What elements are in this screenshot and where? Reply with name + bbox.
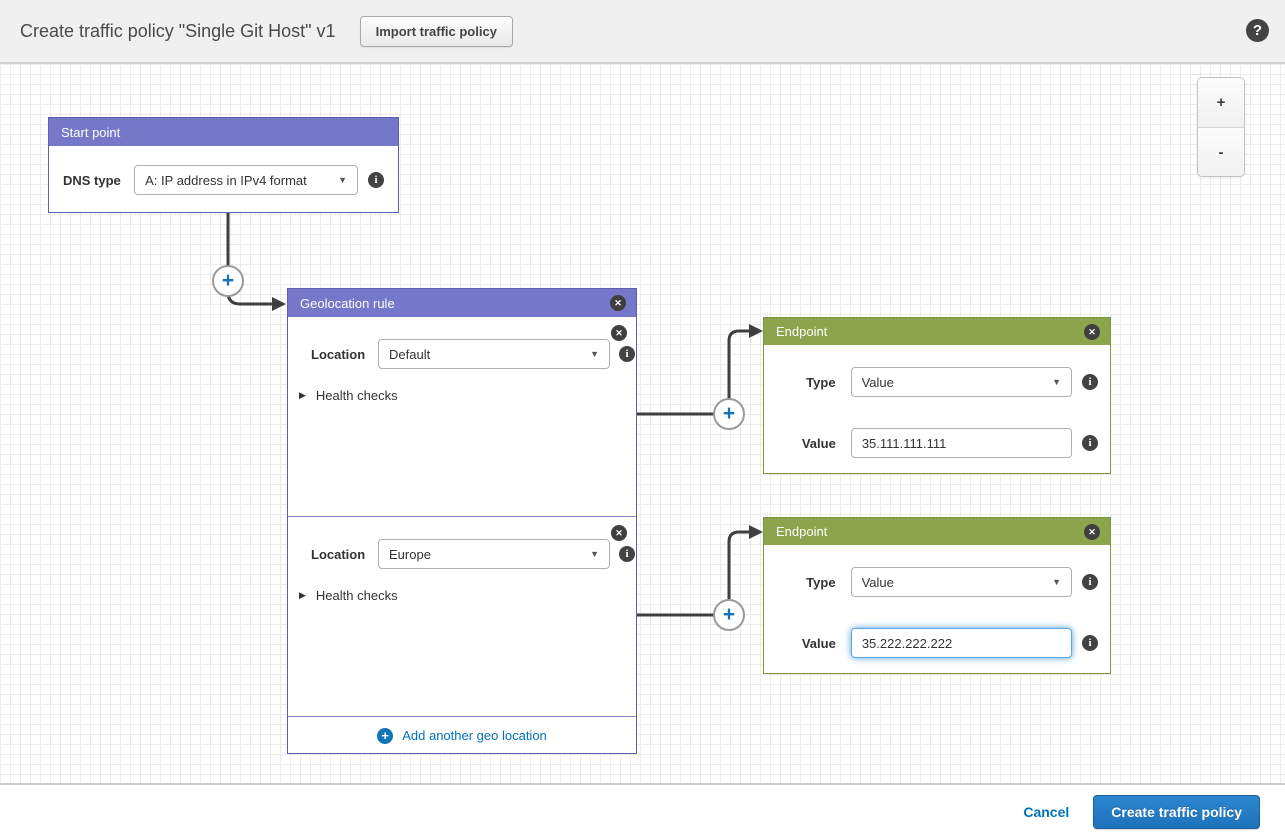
- geolocation-rule-header[interactable]: Geolocation rule ✕: [288, 289, 636, 317]
- endpoint-type-selected-value: Value: [861, 374, 894, 390]
- endpoint-type-label: Type: [806, 374, 836, 390]
- location-info-icon[interactable]: i: [619, 546, 635, 562]
- chevron-down-icon: ▼: [590, 349, 599, 359]
- endpoint-value-label: Value: [801, 435, 836, 451]
- chevron-down-icon: ▼: [590, 549, 599, 559]
- location-dropdown-default[interactable]: Default ▼: [378, 339, 610, 369]
- health-checks-label: Health checks: [315, 388, 398, 403]
- help-icon[interactable]: ?: [1246, 19, 1269, 42]
- health-checks-expander-europe[interactable]: ▶ Health checks: [299, 588, 398, 603]
- add-rule-connector-button[interactable]: +: [212, 265, 244, 297]
- endpoint-node-2: Endpoint ✕ Type Value ▼ i Value i: [763, 517, 1111, 674]
- location-selected-value: Europe: [389, 546, 431, 562]
- geolocation-rule-close-icon[interactable]: ✕: [610, 295, 626, 311]
- chevron-down-icon: ▼: [1052, 577, 1061, 587]
- health-checks-label: Health checks: [315, 588, 398, 603]
- expander-triangle-icon: ▶: [299, 390, 306, 400]
- top-bar: Create traffic policy "Single Git Host" …: [0, 0, 1285, 64]
- geolocation-rule-title: Geolocation rule: [300, 295, 395, 311]
- add-geo-location-label: Add another geo location: [402, 728, 547, 743]
- location-dropdown-europe[interactable]: Europe ▼: [378, 539, 610, 569]
- location-selected-value: Default: [389, 346, 431, 362]
- expander-triangle-icon: ▶: [299, 590, 306, 600]
- policy-canvas: Start point DNS type A: IP address in IP…: [0, 64, 1285, 785]
- endpoint-value-label: Value: [801, 635, 836, 651]
- endpoint-1-value-input[interactable]: [850, 428, 1072, 458]
- endpoint-2-close-icon[interactable]: ✕: [1084, 523, 1100, 540]
- endpoint-1-type-dropdown[interactable]: Value ▼: [850, 367, 1072, 397]
- chevron-down-icon: ▼: [1052, 377, 1061, 387]
- endpoint-2-value-input[interactable]: [850, 628, 1072, 658]
- dns-type-selected-value: A: IP address in IPv4 format: [145, 172, 307, 188]
- endpoint-type-selected-value: Value: [861, 574, 894, 590]
- endpoint-type-label: Type: [806, 574, 836, 590]
- chevron-down-icon: ▼: [338, 175, 347, 185]
- endpoint-value-row: Value i: [764, 428, 1098, 458]
- location-label: Location: [311, 346, 366, 362]
- dns-type-row: DNS type A: IP address in IPv4 format ▼ …: [63, 165, 384, 195]
- health-checks-expander-default[interactable]: ▶ Health checks: [299, 388, 398, 403]
- start-point-header[interactable]: Start point: [49, 118, 398, 146]
- location-info-icon[interactable]: i: [619, 346, 635, 362]
- create-traffic-policy-button[interactable]: Create traffic policy: [1093, 794, 1260, 829]
- location-label: Location: [311, 546, 366, 562]
- endpoint-1-title: Endpoint: [776, 324, 828, 339]
- plus-icon: +: [377, 727, 394, 744]
- add-endpoint-connector-button-2[interactable]: +: [713, 599, 745, 631]
- geo-rule-section-default: ✕ Location Default ▼ i ▶ Health checks: [288, 317, 636, 516]
- endpoint-2-header[interactable]: Endpoint ✕: [764, 518, 1110, 545]
- canvas-zoom-controls: + -: [1197, 77, 1245, 177]
- add-geo-location-link[interactable]: + Add another geo location: [288, 716, 636, 754]
- location-row: Location Default ▼ i: [288, 339, 636, 369]
- geo-rule-default-close-icon[interactable]: ✕: [611, 325, 627, 341]
- endpoint-type-info-icon[interactable]: i: [1082, 574, 1098, 590]
- geolocation-rule-node: Geolocation rule ✕ ✕ Location Default ▼ …: [287, 288, 637, 754]
- endpoint-type-row: Type Value ▼ i: [764, 367, 1098, 397]
- import-traffic-policy-button[interactable]: Import traffic policy: [359, 15, 513, 47]
- location-row: Location Europe ▼ i: [288, 539, 636, 569]
- endpoint-value-info-icon[interactable]: i: [1082, 435, 1098, 451]
- footer-bar: Cancel Create traffic policy: [0, 785, 1285, 838]
- start-point-title: Start point: [61, 124, 121, 140]
- dns-type-info-icon[interactable]: i: [368, 172, 384, 188]
- dns-type-label: DNS type: [63, 172, 121, 188]
- geo-rule-europe-close-icon[interactable]: ✕: [611, 525, 627, 541]
- endpoint-value-row: Value i: [764, 628, 1098, 658]
- add-endpoint-connector-button-1[interactable]: +: [713, 398, 745, 430]
- start-point-node: Start point DNS type A: IP address in IP…: [48, 117, 399, 213]
- dns-type-dropdown[interactable]: A: IP address in IPv4 format ▼: [134, 165, 358, 195]
- zoom-in-button[interactable]: +: [1198, 78, 1244, 127]
- cancel-link[interactable]: Cancel: [1023, 803, 1070, 820]
- endpoint-type-row: Type Value ▼ i: [764, 567, 1098, 597]
- endpoint-2-title: Endpoint: [776, 524, 828, 539]
- zoom-out-button[interactable]: -: [1198, 127, 1244, 176]
- geo-rule-section-europe: ✕ Location Europe ▼ i ▶ Health checks: [288, 516, 636, 716]
- endpoint-1-close-icon[interactable]: ✕: [1084, 323, 1100, 340]
- endpoint-2-type-dropdown[interactable]: Value ▼: [850, 567, 1072, 597]
- endpoint-node-1: Endpoint ✕ Type Value ▼ i Value i: [763, 317, 1111, 474]
- endpoint-type-info-icon[interactable]: i: [1082, 374, 1098, 390]
- page-title: Create traffic policy "Single Git Host" …: [20, 20, 336, 41]
- endpoint-value-info-icon[interactable]: i: [1082, 635, 1098, 651]
- endpoint-1-header[interactable]: Endpoint ✕: [764, 318, 1110, 345]
